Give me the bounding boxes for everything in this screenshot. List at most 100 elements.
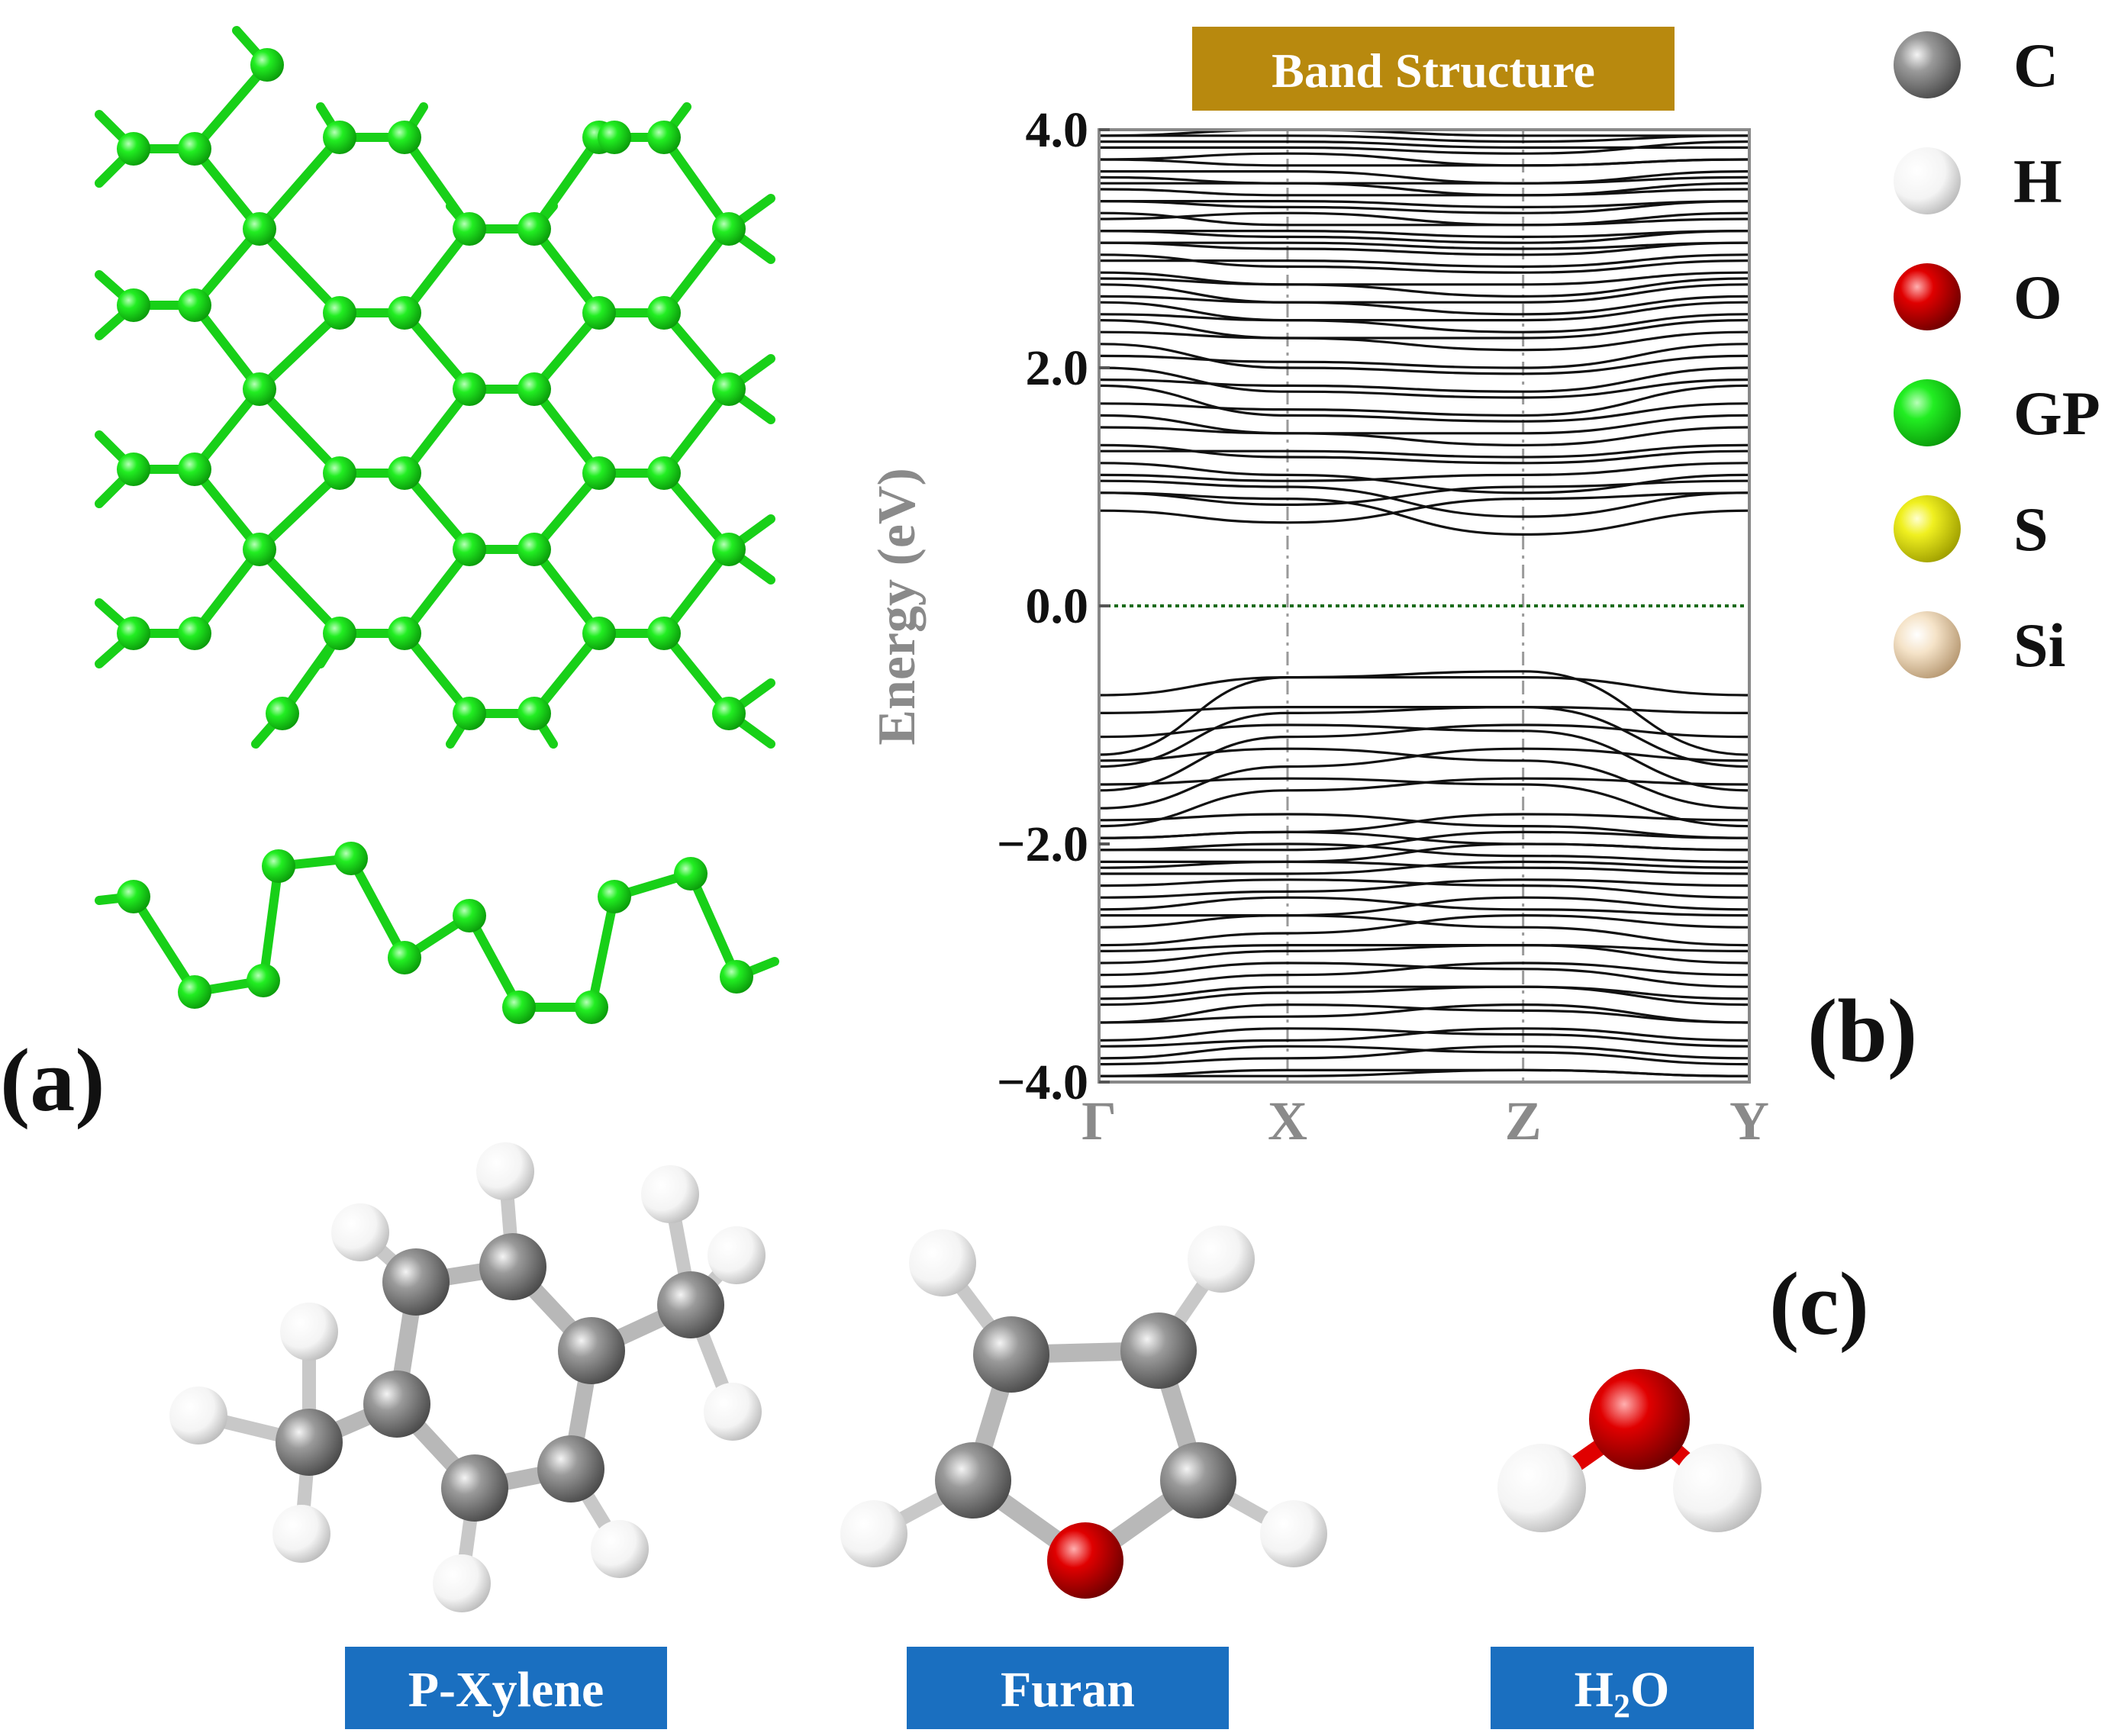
band-structure-chart: Band Structure Energy (eV) 4.02.00.0−2.0… xyxy=(868,27,1769,1151)
conduction-band xyxy=(1098,301,1750,322)
gp-side-atom xyxy=(247,964,280,997)
pxylene-c-atom xyxy=(657,1271,724,1338)
gp-atom xyxy=(712,372,746,406)
furan-h-atom xyxy=(840,1500,907,1567)
gp-side-atom xyxy=(598,880,631,913)
plot-area xyxy=(1098,128,1751,1084)
legend-swatch-s xyxy=(1894,495,1961,562)
water-h-atom xyxy=(1673,1444,1762,1532)
gp-atom xyxy=(647,121,681,154)
water-label-h: H xyxy=(1575,1662,1613,1718)
conduction-band xyxy=(1098,479,1750,518)
valence-band xyxy=(1098,985,1750,1006)
chart-title-bg xyxy=(1192,27,1675,111)
gp-atom xyxy=(243,372,276,406)
kpoint-label: Y xyxy=(1729,1090,1769,1151)
valence-band xyxy=(1098,896,1750,917)
gp-side-atom xyxy=(674,857,708,891)
gp-atom xyxy=(453,212,486,246)
valence-band xyxy=(1098,777,1750,828)
gp-side-atom xyxy=(388,941,421,974)
pxylene-label: P-Xylene xyxy=(408,1662,604,1718)
gp-atom xyxy=(388,296,421,330)
valence-band xyxy=(1098,723,1750,792)
gp-lattice-top-view xyxy=(95,26,775,749)
gp-atom xyxy=(243,533,276,566)
conduction-band xyxy=(1098,271,1750,298)
conduction-band xyxy=(1098,170,1750,185)
gp-bond xyxy=(530,385,604,478)
pxylene-h-atom xyxy=(280,1303,338,1361)
conduction-band xyxy=(1099,241,1750,250)
gp-atom xyxy=(582,456,616,490)
gp-side-atom xyxy=(720,960,753,994)
valence-band xyxy=(1099,830,1750,852)
conduction-band xyxy=(1098,462,1750,482)
valence-band xyxy=(1098,1027,1750,1048)
kpoint-label: Z xyxy=(1505,1090,1542,1151)
gp-bond xyxy=(659,545,733,638)
conduction-band xyxy=(1099,182,1750,197)
gp-bond xyxy=(255,469,344,554)
gp-bond xyxy=(659,629,733,718)
conduction-band xyxy=(1099,169,1750,185)
chart-title: Band Structure xyxy=(1272,43,1595,98)
gp-atom xyxy=(178,617,211,650)
gp-side-atom xyxy=(453,899,486,932)
gp-atom xyxy=(453,533,486,566)
legend-label-gp: GP xyxy=(2013,378,2100,448)
furan-h-atom xyxy=(1188,1226,1255,1293)
conduction-band xyxy=(1099,253,1750,269)
conduction-band xyxy=(1098,384,1750,423)
conduction-band xyxy=(1098,491,1750,524)
furan-c-atom xyxy=(1160,1442,1236,1519)
conduction-band xyxy=(1098,414,1750,435)
legend-swatch-c xyxy=(1894,31,1961,98)
valence-band xyxy=(1098,1045,1750,1066)
water-label-o: O xyxy=(1630,1662,1669,1718)
gp-side-atom xyxy=(117,880,150,913)
valence-band xyxy=(1098,1027,1750,1048)
valence-band xyxy=(1098,675,1750,756)
gp-atom xyxy=(712,697,746,730)
valence-band xyxy=(1098,878,1750,899)
conduction-band xyxy=(1099,134,1750,143)
pxylene-h-atom xyxy=(433,1554,491,1612)
gp-atom xyxy=(582,296,616,330)
kpoint-label: Γ xyxy=(1081,1090,1117,1151)
legend-label-c: C xyxy=(2013,31,2058,100)
gp-atom xyxy=(453,372,486,406)
gp-bond xyxy=(190,465,264,554)
valence-band xyxy=(1098,705,1750,768)
gp-atom xyxy=(323,617,356,650)
gp-atom xyxy=(388,121,421,154)
gp-atom xyxy=(178,453,211,486)
gp-bond xyxy=(255,133,344,234)
valence-band xyxy=(1098,842,1750,864)
gp-atom xyxy=(517,533,551,566)
gp-atom xyxy=(647,617,681,650)
gp-bond xyxy=(190,385,264,474)
valence-band xyxy=(1098,813,1750,839)
gp-atom xyxy=(517,212,551,246)
y-tick-label: −2.0 xyxy=(997,816,1088,872)
gp-bond xyxy=(400,629,474,718)
gp-atom xyxy=(712,533,746,566)
valence-band xyxy=(1098,913,1750,947)
conduction-band xyxy=(1098,283,1750,316)
gp-atom xyxy=(250,48,284,82)
conduction-band xyxy=(1098,491,1750,536)
conduction-band xyxy=(1098,283,1750,304)
pxylene-h-atom xyxy=(169,1387,227,1445)
gp-atom xyxy=(453,697,486,730)
gp-bond xyxy=(659,224,733,317)
gp-bond xyxy=(255,224,344,317)
furan-h-atom xyxy=(1260,1500,1327,1567)
water-label-subscript: 2 xyxy=(1613,1687,1630,1725)
kpoint-label: X xyxy=(1268,1090,1307,1151)
conduction-band xyxy=(1098,271,1750,286)
valence-band xyxy=(1098,961,1750,988)
pxylene-c-atom xyxy=(276,1409,343,1476)
